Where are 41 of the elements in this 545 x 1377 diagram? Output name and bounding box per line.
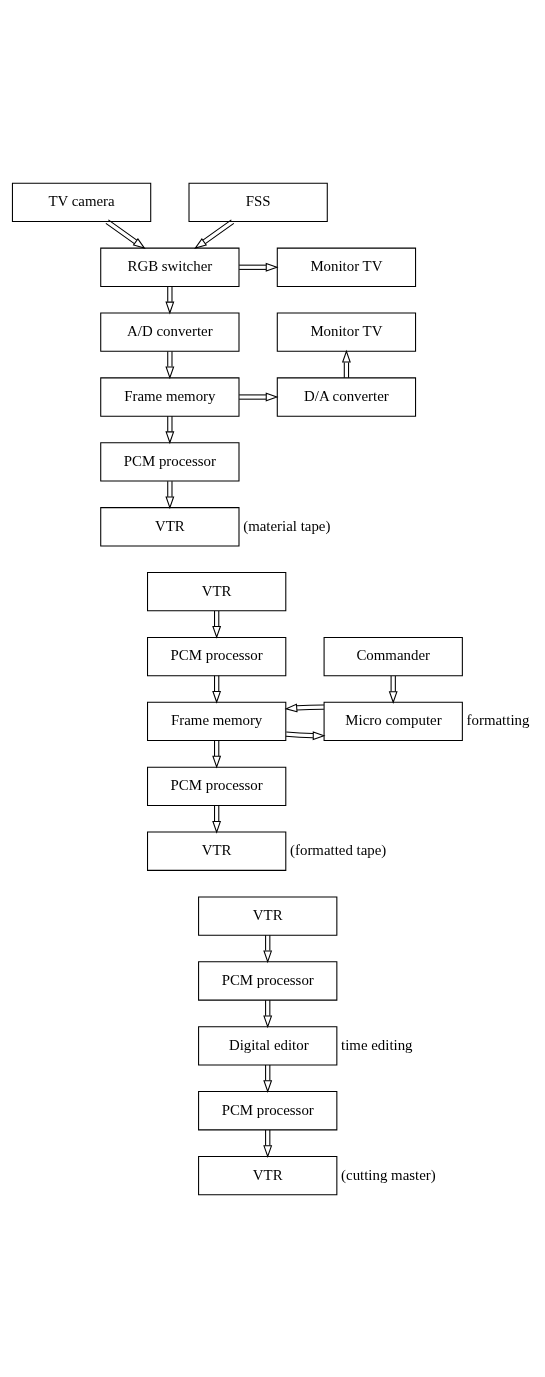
node-box: VTR [147,571,287,611]
node-box: VTR [198,1155,338,1195]
node-box: PCM processor [100,441,240,482]
node-box: VTR [147,831,287,871]
node-box: RGB switcher [100,247,240,287]
node-label: formatting [466,711,530,728]
node-box: PCM processor [147,766,287,806]
node-box: Commander [323,636,463,676]
node-box: Frame memory [100,376,240,417]
node-label: (formatted tape) [290,841,387,858]
arrow [165,350,175,379]
node-box: TV camera [11,182,152,222]
node-box: Monitor TV [276,247,417,287]
arrow [105,218,146,249]
node-box: VTR [100,506,240,546]
arrow [238,262,279,272]
node-box: PCM processor [198,960,338,1001]
arrow [212,674,222,704]
arrow [285,730,326,740]
arrow [212,609,222,639]
node-box: A/D converter [100,312,240,352]
arrow [341,349,351,378]
node-box: FSS [188,182,328,222]
arrow [212,739,222,769]
node-box: PCM processor [198,1090,338,1130]
arrow [263,934,273,963]
node-box: Digital editor [198,1025,338,1065]
node-box: Micro computer [323,701,463,741]
arrow [238,392,279,401]
node-box: PCM processor [147,636,287,676]
node-label: time editing [341,1036,413,1053]
node-box: D/A converter [276,376,417,417]
arrow [194,218,235,249]
node-label: (material tape) [243,517,331,534]
node-box: Monitor TV [276,312,417,352]
arrow [165,415,175,444]
arrow [165,285,175,314]
node-box: VTR [198,895,338,936]
node-label: (cutting master) [341,1166,436,1183]
node-box: Frame memory [147,701,287,741]
arrow [284,702,325,712]
